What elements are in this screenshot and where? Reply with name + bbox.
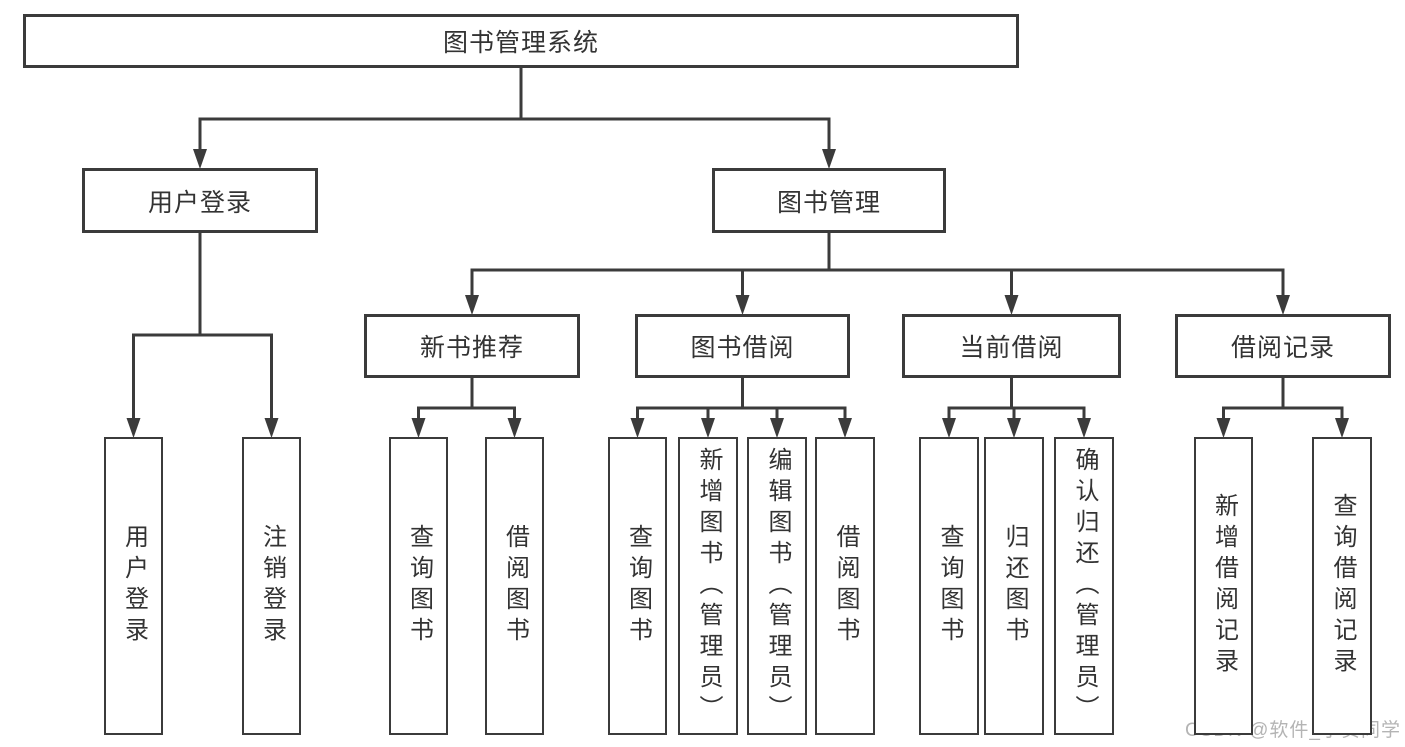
node-label: 归还图书 [1001, 524, 1028, 648]
node-leaf-br-add: 新增借阅记录 [1194, 437, 1253, 735]
node-leaf-bb-borrow: 借阅图书 [815, 437, 875, 735]
node-leaf-cb-confirm: 确认归还（管理员） [1054, 437, 1114, 735]
node-label: 借阅图书 [832, 524, 859, 648]
node-label: 借阅记录 [1230, 334, 1335, 362]
node-leaf-bb-query: 查询图书 [608, 437, 667, 735]
node-label: 查询借阅记录 [1329, 493, 1356, 679]
node-leaf-bb-add: 新增图书（管理员） [678, 437, 738, 735]
node-label: 查询图书 [405, 524, 433, 648]
node-leaf-br-query: 查询借阅记录 [1312, 437, 1372, 735]
node-label: 编辑图书（管理员） [764, 446, 791, 726]
node-current-borrow: 当前借阅 [902, 314, 1121, 378]
node-label: 图书借阅 [690, 334, 795, 362]
node-label: 新增借阅记录 [1210, 493, 1238, 679]
node-label: 确认归还（管理员） [1071, 446, 1098, 726]
node-label: 图书管理 [776, 188, 881, 217]
node-leaf-nb-borrow: 借阅图书 [485, 437, 544, 735]
node-borrow-records: 借阅记录 [1175, 314, 1391, 378]
node-leaf-cb-query: 查询图书 [919, 437, 979, 735]
node-label: 用户登录 [120, 524, 148, 648]
node-book-mgmt: 图书管理 [712, 168, 946, 233]
node-label: 新书推荐 [419, 334, 524, 362]
node-label: 用户登录 [147, 188, 252, 217]
node-label: 新增图书（管理员） [695, 446, 722, 726]
node-leaf-logout: 注销登录 [242, 437, 301, 735]
node-label: 查询图书 [624, 524, 652, 648]
node-label: 图书管理系统 [442, 29, 599, 57]
node-label: 注销登录 [258, 524, 286, 648]
node-user-login: 用户登录 [82, 168, 318, 233]
node-label: 当前借阅 [959, 334, 1064, 362]
node-leaf-cb-return: 归还图书 [984, 437, 1044, 735]
node-book-borrow: 图书借阅 [635, 314, 850, 378]
node-root: 图书管理系统 [23, 14, 1019, 68]
node-label: 查询图书 [936, 524, 963, 648]
node-leaf-nb-query: 查询图书 [389, 437, 448, 735]
node-leaf-bb-edit: 编辑图书（管理员） [747, 437, 807, 735]
node-new-book-rec: 新书推荐 [364, 314, 580, 378]
node-label: 借阅图书 [501, 524, 529, 648]
node-leaf-user-login: 用户登录 [104, 437, 163, 735]
